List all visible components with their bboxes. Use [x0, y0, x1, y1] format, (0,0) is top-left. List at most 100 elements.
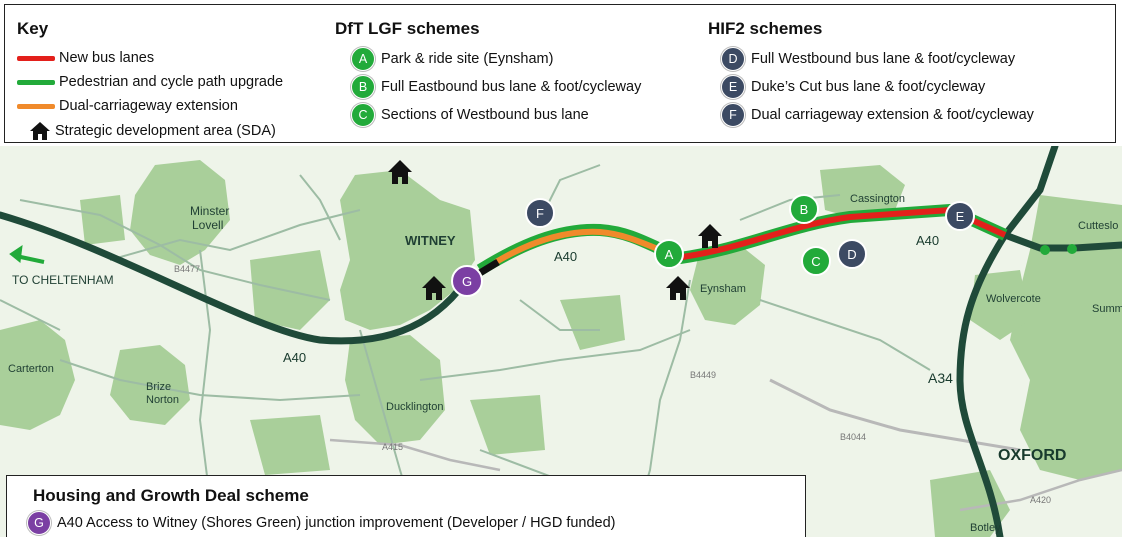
map-marker-f: F	[525, 198, 555, 228]
key-item-bus-lanes: New bus lanes	[17, 50, 154, 66]
minor-road-3	[59, 359, 361, 402]
map-key-panel: Key New bus lanes Pedestrian and cycle p…	[4, 4, 1116, 143]
place-label-cassington: Cassington	[850, 193, 905, 205]
marker-a-icon: A	[351, 47, 375, 71]
key-item-label: Dual-carriageway extension	[59, 98, 238, 114]
arrow-left-icon	[9, 244, 45, 264]
marker-label: E	[956, 209, 965, 224]
place-label-wolvercote: Wolvercote	[986, 293, 1041, 305]
eynsham-urban-area	[690, 245, 765, 325]
road-label-b4477: B4477	[174, 264, 200, 274]
map-marker-e: E	[945, 201, 975, 231]
marker-label: D	[847, 247, 856, 262]
place-labels: Minster Lovell WITNEY TO CHELTENHAM Cart…	[8, 193, 1122, 534]
key-item-cycle-path: Pedestrian and cycle path upgrade	[17, 74, 283, 90]
road-label-a40-mid: A40	[554, 249, 577, 264]
place-label-witney: WITNEY	[405, 233, 456, 248]
place-label-norton: Norton	[146, 394, 179, 406]
minor-road-1	[19, 199, 331, 301]
marker-label: C	[811, 254, 820, 269]
cycle-path-swatch	[17, 79, 55, 85]
housing-growth-deal-panel: Housing and Growth Deal scheme G A40 Acc…	[6, 475, 806, 537]
field-patch-1	[250, 250, 330, 330]
hgd-item-label: A40 Access to Witney (Shores Green) junc…	[57, 515, 616, 531]
map-marker-c: C	[801, 246, 831, 276]
hif-item-label: Full Westbound bus lane & foot/cycleway	[751, 51, 1016, 67]
map-marker-d: D	[837, 239, 867, 269]
minor-road-11	[299, 174, 341, 241]
house-icon	[422, 276, 446, 300]
junction-dot	[1040, 245, 1050, 255]
map-marker-b: B	[789, 194, 819, 224]
field-patch-2	[560, 295, 625, 350]
place-label-oxford: OXFORD	[998, 447, 1066, 464]
key-item-label: Strategic development area (SDA)	[55, 123, 276, 139]
bus-lane-swatch	[17, 55, 55, 61]
marker-label: G	[462, 274, 472, 289]
minor-road-13	[0, 299, 61, 331]
marker-f-icon: F	[721, 103, 745, 127]
dft-item-a: A Park & ride site (Eynsham)	[351, 47, 553, 71]
house-icon	[698, 224, 722, 248]
marker-label: F	[536, 206, 544, 221]
dft-item-c: C Sections of Westbound bus lane	[351, 103, 589, 127]
dft-item-label: Full Eastbound bus lane & foot/cycleway	[381, 79, 642, 95]
road-label-a40-west: A40	[283, 350, 306, 365]
house-icon	[30, 122, 50, 140]
minor-road-6	[419, 329, 691, 381]
trunk-roads	[0, 146, 1122, 537]
junction-dot	[1067, 244, 1077, 254]
dft-item-b: B Full Eastbound bus lane & foot/cyclewa…	[351, 75, 641, 99]
house-icon	[388, 160, 412, 184]
a40-trunk-east	[1001, 231, 1122, 252]
sda-houses	[388, 160, 722, 300]
a415-road	[329, 438, 501, 472]
b4044-road	[769, 378, 1021, 452]
place-label-cheltenham: TO CHELTENHAM	[12, 273, 114, 287]
road-label-b4044: B4044	[840, 432, 866, 442]
minster-lovell-urban-area	[130, 160, 230, 265]
house-icon	[666, 276, 690, 300]
place-label-summ: Summ	[1092, 303, 1122, 315]
wolvercote-urban-area	[970, 270, 1030, 340]
marker-g-icon: G	[27, 511, 51, 535]
minor-road-10	[739, 194, 841, 221]
map-canvas[interactable]: A B C D E F G Minster Lovell WITNEY	[0, 146, 1122, 537]
key-item-label: New bus lanes	[59, 50, 155, 66]
road-label-a420: A420	[1030, 495, 1051, 505]
hif-item-label: Duke’s Cut bus lane & foot/cycleway	[751, 79, 986, 95]
place-label-brize: Brize	[146, 381, 171, 393]
marker-b-icon: B	[351, 75, 375, 99]
hif-item-d: D Full Westbound bus lane & foot/cyclewa…	[721, 47, 1015, 71]
minor-road-2	[109, 209, 361, 261]
dft-item-label: Park & ride site (Eynsham)	[381, 51, 554, 67]
minor-road-8	[759, 299, 931, 371]
minor-road-12	[519, 299, 600, 331]
marker-e-icon: E	[721, 75, 745, 99]
key-title: Key	[17, 19, 49, 38]
field-patch-3	[470, 395, 545, 455]
a40-trunk-west	[0, 211, 469, 345]
hgd-title: Housing and Growth Deal scheme	[33, 486, 309, 505]
road-labels: A40 A40 A40 A34 B4477 B4449 B4044 A415 A…	[174, 233, 1051, 505]
hif-title: HIF2 schemes	[708, 19, 823, 38]
road-label-a415: A415	[382, 442, 403, 452]
north-oxford-urban-area	[1010, 195, 1122, 480]
place-label-lovell: Lovell	[192, 218, 223, 232]
a40-new-bus-lane	[674, 206, 1007, 261]
marker-label: B	[800, 202, 809, 217]
dft-title: DfT LGF schemes	[335, 19, 480, 38]
marker-c-icon: C	[351, 103, 375, 127]
key-item-dual-carriageway: Dual-carriageway extension	[17, 98, 238, 114]
hif-item-f: F Dual carriageway extension & foot/cycl…	[721, 103, 1034, 127]
hgd-item-g: G A40 Access to Witney (Shores Green) ju…	[27, 511, 616, 535]
carterton-urban-area	[0, 320, 75, 430]
field-patch-5	[250, 415, 330, 475]
key-item-label: Pedestrian and cycle path upgrade	[59, 74, 284, 90]
key-item-sda: Strategic development area (SDA)	[29, 121, 276, 141]
dual-carriageway-swatch	[17, 103, 55, 109]
hif-item-e: E Duke’s Cut bus lane & foot/cycleway	[721, 75, 985, 99]
marker-label: A	[665, 247, 674, 262]
road-label-a40-east: A40	[916, 233, 939, 248]
place-label-carterton: Carterton	[8, 363, 54, 375]
